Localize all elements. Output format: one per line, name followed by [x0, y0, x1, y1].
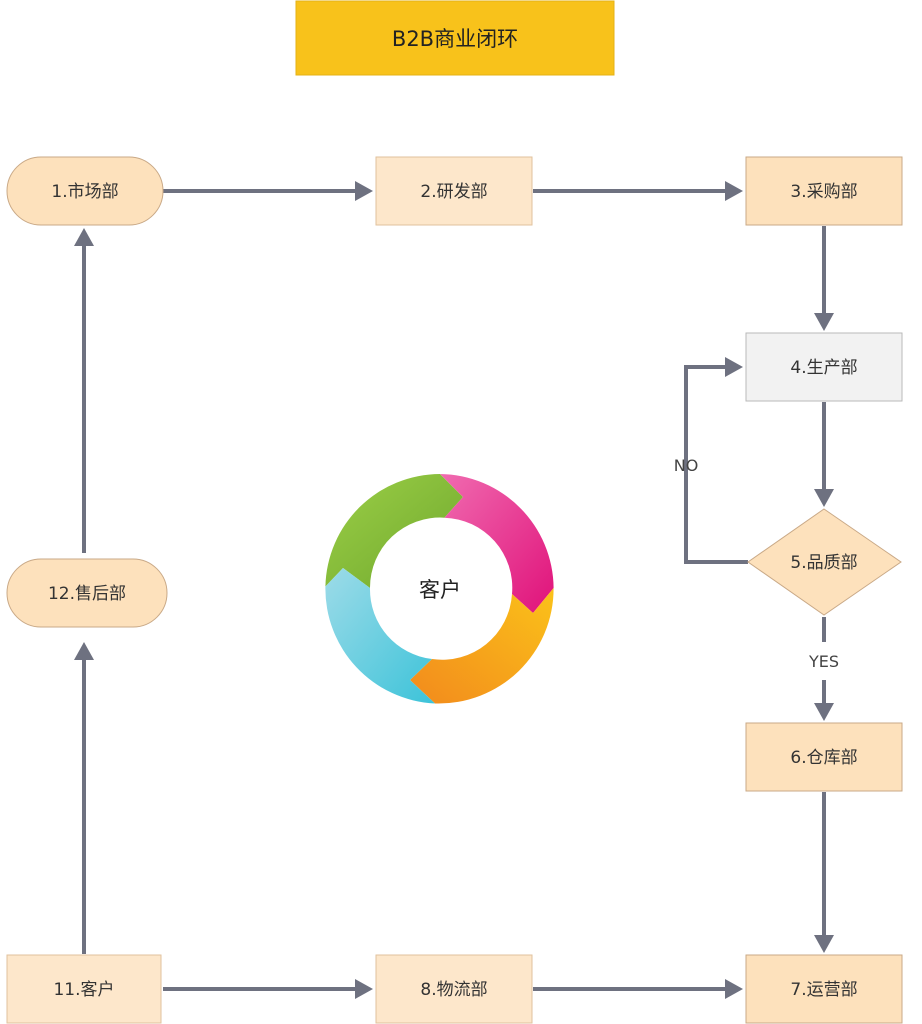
arrowhead: [814, 313, 834, 331]
node-warehouse-label: 6.仓库部: [790, 748, 857, 768]
node-customer[interactable]: 11.客户: [6, 954, 162, 1024]
arrowhead: [814, 703, 834, 721]
arrowhead: [725, 181, 743, 201]
node-operation-label: 7.运营部: [790, 980, 857, 1000]
arrowhead: [355, 181, 373, 201]
node-production[interactable]: 4.生产部: [745, 332, 903, 402]
arrowhead: [725, 357, 743, 377]
node-operation[interactable]: 7.运营部: [745, 954, 903, 1024]
node-logistics-label: 8.物流部: [420, 980, 487, 1000]
node-aftersales-label: 12.售后部: [48, 584, 126, 604]
title-box: B2B商业闭环: [295, 0, 615, 76]
cycle-ring: 客户: [325, 474, 554, 704]
edges: [74, 181, 834, 999]
ring-segment-orange: [410, 588, 554, 704]
node-production-label: 4.生产部: [790, 358, 857, 378]
node-quality[interactable]: 5.品质部: [747, 508, 902, 616]
arrowhead: [725, 979, 743, 999]
node-customer-label: 11.客户: [53, 980, 114, 1000]
node-rnd-label: 2.研发部: [420, 182, 487, 202]
ring-segment-magenta: [440, 474, 554, 613]
ring-center: [372, 521, 508, 657]
ring-segment-green: [325, 474, 463, 588]
arrowhead: [355, 979, 373, 999]
edge-label-yes: YES: [808, 652, 839, 671]
node-rnd[interactable]: 2.研发部: [375, 156, 533, 226]
node-aftersales[interactable]: 12.售后部: [6, 558, 168, 628]
arrowhead: [74, 228, 94, 246]
edge-quality-to-production-no: [684, 365, 748, 564]
edge-label-no: NO: [674, 456, 699, 475]
node-market-label: 1.市场部: [51, 182, 118, 202]
node-purchase[interactable]: 3.采购部: [745, 156, 903, 226]
ring-segment-cyan: [325, 568, 435, 704]
arrowhead: [814, 935, 834, 953]
title-text: B2B商业闭环: [392, 27, 518, 51]
node-warehouse[interactable]: 6.仓库部: [745, 722, 903, 792]
node-logistics[interactable]: 8.物流部: [375, 954, 533, 1024]
arrowhead: [814, 489, 834, 507]
arrowhead: [74, 642, 94, 660]
node-market[interactable]: 1.市场部: [6, 156, 164, 226]
node-purchase-label: 3.采购部: [790, 182, 857, 202]
node-quality-label: 5.品质部: [790, 553, 857, 573]
center-label: 客户: [419, 578, 461, 602]
